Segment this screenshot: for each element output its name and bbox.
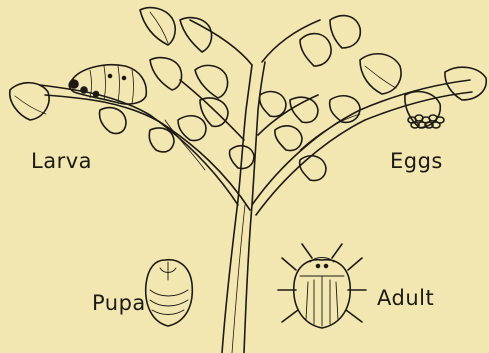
adult-drawing: [278, 244, 366, 328]
main-stem: [222, 62, 265, 353]
pupa-drawing: [146, 260, 193, 326]
label-eggs: Eggs: [390, 151, 443, 172]
leaves-left: [10, 8, 254, 169]
label-larva: Larva: [31, 151, 92, 172]
leaves-right: [260, 16, 487, 181]
left-branch: [40, 85, 250, 210]
eggs-drawing: [408, 115, 444, 128]
label-pupa: Pupa: [92, 293, 146, 314]
label-adult: Adult: [377, 288, 434, 309]
